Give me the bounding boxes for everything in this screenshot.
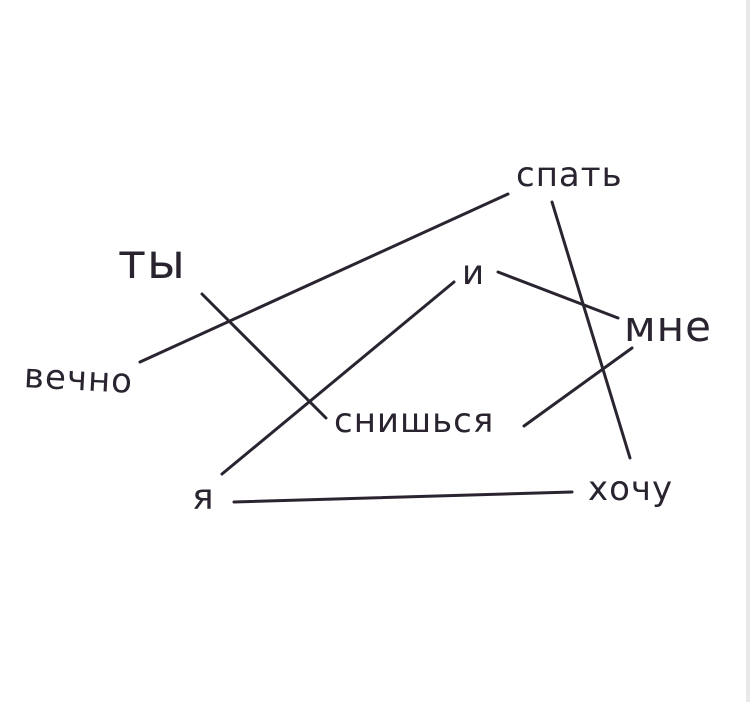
word-khochu: хочу [588,469,674,509]
edge-ty-snishsya [200,292,328,420]
word-mne: мне [624,302,712,351]
word-spat: спать [516,155,623,195]
word-ty: ты [118,234,186,290]
word-snishsya: снишься [334,401,495,441]
word-i: и [462,253,486,293]
edge-spat-khochu [550,200,632,460]
edge-i-ya [220,280,456,476]
word-ya: я [192,477,215,518]
right-edge-strip [746,0,750,702]
edge-mne-snishsya [522,346,634,428]
word-vechno: вечно [23,356,135,402]
edge-vechno-spat [138,192,510,364]
edge-ya-khochu [232,490,574,504]
edge-i-mne [496,270,620,320]
